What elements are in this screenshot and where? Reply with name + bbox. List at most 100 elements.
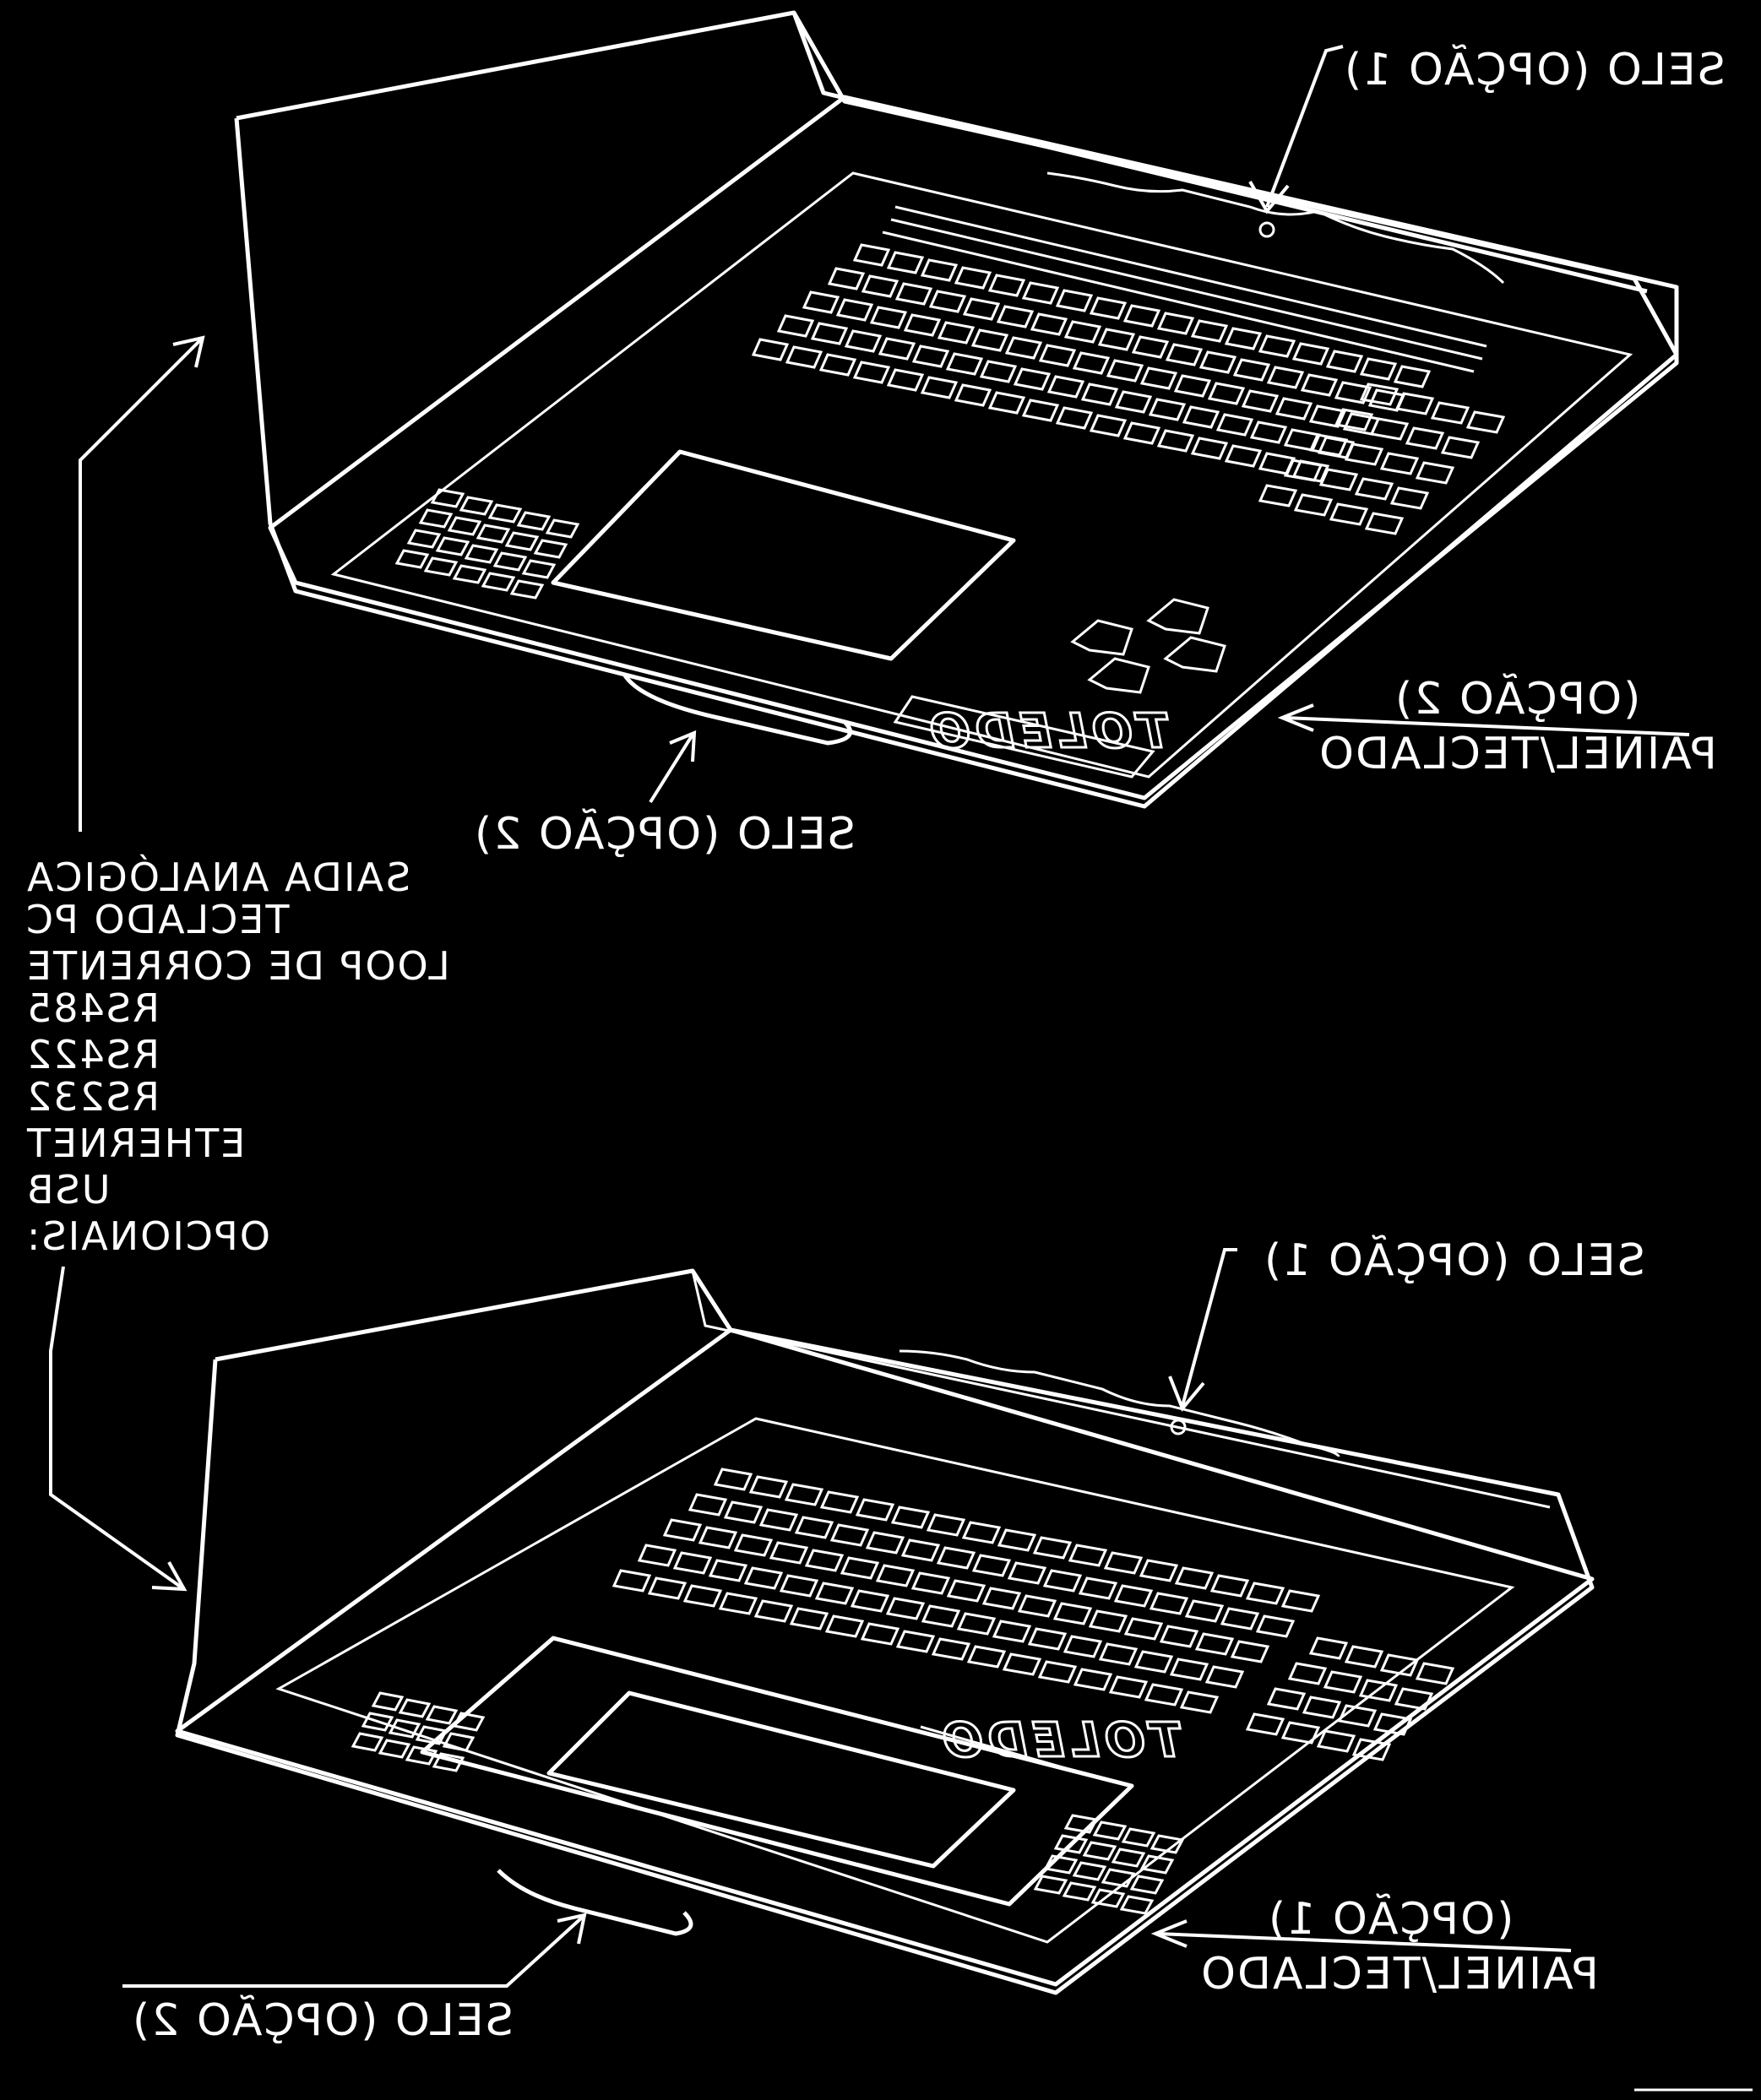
key bbox=[886, 251, 925, 274]
key bbox=[1415, 461, 1455, 485]
key bbox=[672, 1551, 713, 1575]
key bbox=[895, 1630, 936, 1653]
top-arrow-keys bbox=[1070, 598, 1226, 694]
key bbox=[954, 383, 992, 407]
key bbox=[1063, 1814, 1099, 1834]
key bbox=[1092, 1821, 1128, 1841]
key bbox=[920, 376, 959, 399]
key bbox=[1190, 437, 1229, 460]
key bbox=[1046, 375, 1085, 399]
options-heading: OPCIONAIS: bbox=[25, 1213, 270, 1259]
key bbox=[1052, 1602, 1093, 1625]
options-leader-top bbox=[79, 336, 204, 832]
key bbox=[1258, 484, 1298, 507]
key bbox=[435, 536, 470, 556]
top-panel-face bbox=[268, 95, 1679, 800]
key bbox=[894, 282, 933, 306]
key bbox=[1002, 1652, 1042, 1676]
key bbox=[1224, 444, 1263, 468]
key bbox=[708, 1559, 748, 1582]
key bbox=[804, 1549, 845, 1572]
key bbox=[1122, 421, 1161, 445]
key bbox=[351, 1732, 384, 1752]
options-item: LOOP DE CORRENTE bbox=[25, 943, 450, 989]
top-display-window bbox=[551, 449, 1016, 661]
key bbox=[1169, 1658, 1209, 1681]
key bbox=[405, 1745, 438, 1766]
key bbox=[784, 1483, 824, 1506]
key bbox=[1364, 512, 1405, 535]
key bbox=[931, 1637, 971, 1661]
key bbox=[1359, 383, 1400, 406]
top-brand-plate: TOLEDO bbox=[893, 695, 1171, 779]
key bbox=[1194, 1632, 1235, 1656]
key bbox=[1280, 1589, 1321, 1613]
key bbox=[810, 322, 849, 345]
key bbox=[1215, 413, 1254, 437]
top-annotations: SELO (OPÇÃO 1) (OPÇÃO 2) PAINEL/TECLADO … bbox=[79, 44, 1726, 860]
key bbox=[1209, 1574, 1250, 1598]
key bbox=[423, 556, 459, 577]
key bbox=[865, 1531, 905, 1555]
key bbox=[829, 1523, 870, 1547]
key bbox=[718, 1592, 758, 1615]
key bbox=[1249, 421, 1288, 444]
key bbox=[769, 1541, 809, 1565]
key bbox=[1139, 1854, 1175, 1875]
key bbox=[611, 1569, 652, 1593]
key bbox=[920, 258, 959, 282]
key bbox=[1089, 414, 1128, 437]
key bbox=[1090, 1888, 1126, 1908]
key bbox=[1258, 334, 1296, 358]
key bbox=[785, 345, 823, 369]
key bbox=[1300, 373, 1339, 397]
bottom-display-window bbox=[546, 1690, 1016, 1869]
key bbox=[452, 564, 487, 584]
key bbox=[1393, 365, 1432, 388]
key bbox=[789, 1607, 829, 1631]
key bbox=[1122, 304, 1161, 328]
key bbox=[1369, 417, 1410, 441]
top-seal-option1-label: SELO (OPÇÃO 1) bbox=[1343, 44, 1726, 95]
key bbox=[886, 368, 925, 392]
key bbox=[779, 1574, 819, 1598]
key bbox=[637, 1544, 677, 1567]
key bbox=[723, 1500, 764, 1524]
key bbox=[1318, 468, 1359, 491]
bottom-brand-text: TOLEDO bbox=[938, 1713, 1182, 1768]
key bbox=[1042, 1569, 1083, 1593]
options-item: RS422 bbox=[25, 1032, 160, 1077]
key bbox=[1334, 408, 1374, 431]
options-leader-bottom bbox=[49, 1266, 183, 1589]
top-stripe-line bbox=[882, 231, 1475, 373]
key bbox=[1329, 502, 1369, 526]
key bbox=[1144, 1683, 1184, 1707]
key bbox=[1082, 1841, 1117, 1861]
key bbox=[996, 305, 1035, 328]
bottom-seal-option1-label: SELO (OPÇÃO 1) bbox=[1263, 1234, 1645, 1286]
key bbox=[1241, 389, 1280, 413]
key bbox=[855, 1498, 895, 1522]
key bbox=[878, 337, 916, 361]
key bbox=[971, 1554, 1012, 1577]
key bbox=[928, 290, 967, 313]
key bbox=[1405, 426, 1445, 450]
key bbox=[835, 298, 874, 322]
key bbox=[910, 1571, 951, 1595]
key bbox=[1440, 436, 1481, 459]
key bbox=[852, 361, 891, 384]
key bbox=[1027, 1627, 1068, 1651]
key bbox=[954, 266, 992, 290]
key bbox=[1108, 1675, 1149, 1699]
key bbox=[1037, 1660, 1078, 1684]
key bbox=[1148, 398, 1187, 421]
bottom-seal-option1-leader bbox=[1181, 1248, 1237, 1407]
key bbox=[504, 531, 540, 551]
top-panel-bezel bbox=[330, 171, 1633, 779]
key bbox=[425, 1705, 459, 1725]
key bbox=[452, 1712, 486, 1732]
key bbox=[1245, 1582, 1285, 1605]
key bbox=[1055, 406, 1094, 430]
key bbox=[1232, 358, 1271, 382]
bottom-panel-option-label: (OPÇÃO 1) bbox=[1267, 1893, 1514, 1945]
